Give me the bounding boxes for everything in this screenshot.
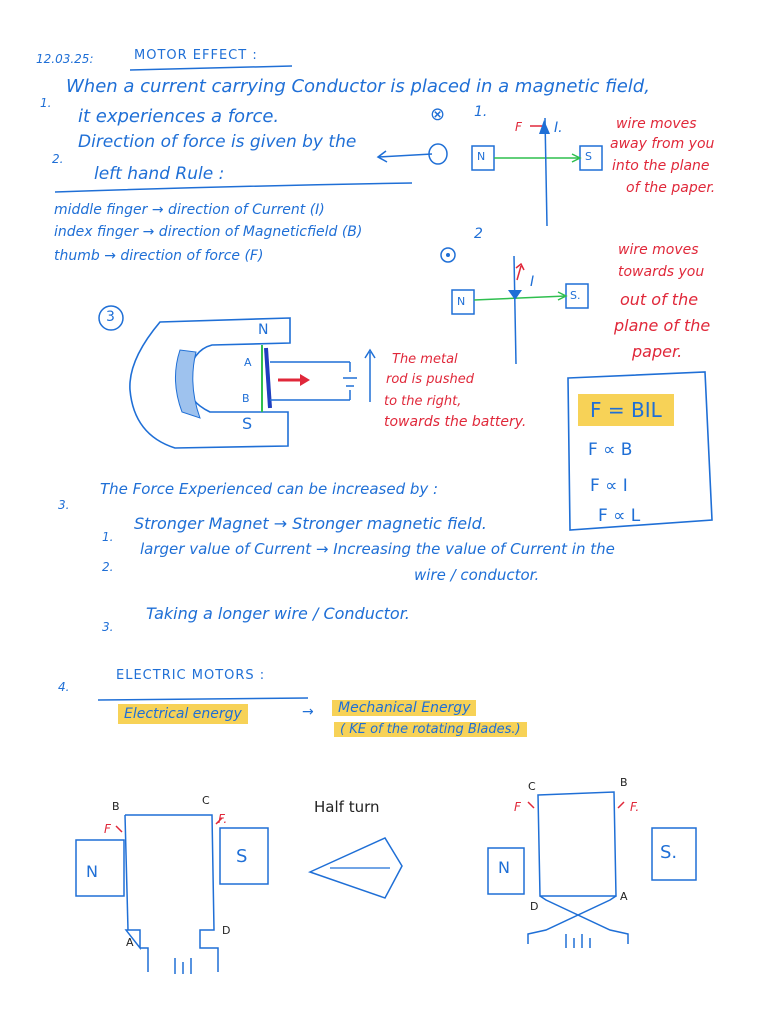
diagram2-note-5: paper. <box>632 342 683 361</box>
point3-item2-number: 2. <box>102 560 114 574</box>
point3-number: 3. <box>58 498 70 512</box>
diagram1-current: I. <box>554 120 563 136</box>
diagram3-note-1: The metal <box>392 352 458 367</box>
diagram2-note-4: plane of the <box>614 316 711 335</box>
energy-arrow: → <box>302 704 314 720</box>
mechanical-energy: Mechanical Energy <box>332 700 477 716</box>
diagram2-note-2: towards you <box>618 264 705 280</box>
diagram3-note-4: towards the battery. <box>384 414 527 430</box>
diagram2-north: N <box>457 295 466 308</box>
point1-number: 1. <box>40 96 52 110</box>
electric-motors-heading: ELECTRIC MOTORS : <box>116 668 266 683</box>
point3-item2-line1: larger value of Current → Increasing the… <box>140 540 615 558</box>
page-title: MOTOR EFFECT : <box>134 48 258 63</box>
diagram1-note-4: of the paper. <box>626 180 716 196</box>
diagram3-note-3: to the right, <box>384 394 462 409</box>
diagram2-note-3: out of the <box>620 290 699 309</box>
point1-line1: When a current carrying Conductor is pla… <box>66 76 650 97</box>
point2-number: 2. <box>52 152 64 166</box>
point3-item1-number: 1. <box>102 530 114 544</box>
formula-prop-i: F ∝ I <box>590 476 628 496</box>
right-coil-c: C <box>528 780 536 793</box>
left-coil-force-1: F <box>104 822 111 836</box>
right-coil-b: B <box>620 776 628 789</box>
point3-item3-number: 3. <box>102 620 114 634</box>
diagram1-note-3: into the plane <box>612 158 710 174</box>
diagram3-number: 3 <box>106 309 115 325</box>
date: 12.03.25: <box>36 52 94 66</box>
half-turn-label: Half turn <box>314 798 380 816</box>
diagram1-south: S <box>585 150 592 163</box>
point1-line2: it experiences a force. <box>78 106 280 127</box>
point2-line1: Direction of force is given by the <box>78 132 357 152</box>
diagram2-note-1: wire moves <box>618 242 699 258</box>
diagram2-current: I <box>530 274 535 290</box>
formula-prop-l: F ∝ L <box>598 506 641 526</box>
point3-item3: Taking a longer wire / Conductor. <box>146 604 410 623</box>
diagram1-north: N <box>477 150 486 163</box>
kinetic-energy-note: ( KE of the rotating Blades.) <box>334 722 527 737</box>
point3-item2-line2: wire / conductor. <box>414 566 540 584</box>
left-coil-south: S <box>236 846 248 867</box>
diagram1-number: 1. <box>474 104 488 120</box>
point4-number: 4. <box>58 680 70 694</box>
electrical-energy: Electrical energy <box>118 704 248 724</box>
point3-item1: Stronger Magnet → Stronger magnetic fiel… <box>134 514 487 533</box>
left-coil-d: D <box>222 924 231 937</box>
diagram1-force: F <box>515 120 522 134</box>
diagram2-south: S. <box>570 289 581 302</box>
rule-middle-finger: middle finger → direction of Current (I) <box>54 202 325 218</box>
right-coil-a: A <box>620 890 628 903</box>
left-coil-a: A <box>126 936 134 949</box>
diagram1-note-2: away from you <box>610 136 715 152</box>
point2-line2: left hand Rule : <box>94 164 225 184</box>
right-coil-force-1: F <box>514 800 521 814</box>
left-coil-force-2: F. <box>218 812 228 826</box>
left-coil-b: B <box>112 800 120 813</box>
diagram3-label-b: B <box>242 392 250 405</box>
left-coil-c: C <box>202 794 210 807</box>
right-coil-force-2: F. <box>630 800 640 814</box>
rule-index-finger: index finger → direction of Magneticfiel… <box>54 224 363 240</box>
diagram3-south: S <box>242 414 253 433</box>
formula-main: F = BIL <box>578 394 674 426</box>
diagram3-label-a: A <box>244 356 252 369</box>
right-coil-d: D <box>530 900 539 913</box>
diagram1-note-1: wire moves <box>616 116 697 132</box>
point3-text: The Force Experienced can be increased b… <box>100 480 439 498</box>
right-coil-south: S. <box>660 842 678 863</box>
diagram3-note-2: rod is pushed <box>386 372 474 387</box>
cross-marker: ⊗ <box>430 104 446 125</box>
rule-thumb: thumb → direction of force (F) <box>54 248 264 264</box>
right-coil-north: N <box>498 858 510 877</box>
diagram2-number: 2 <box>474 226 483 242</box>
formula-prop-b: F ∝ B <box>588 440 633 460</box>
left-coil-north: N <box>86 862 98 881</box>
diagram3-north: N <box>258 322 269 338</box>
